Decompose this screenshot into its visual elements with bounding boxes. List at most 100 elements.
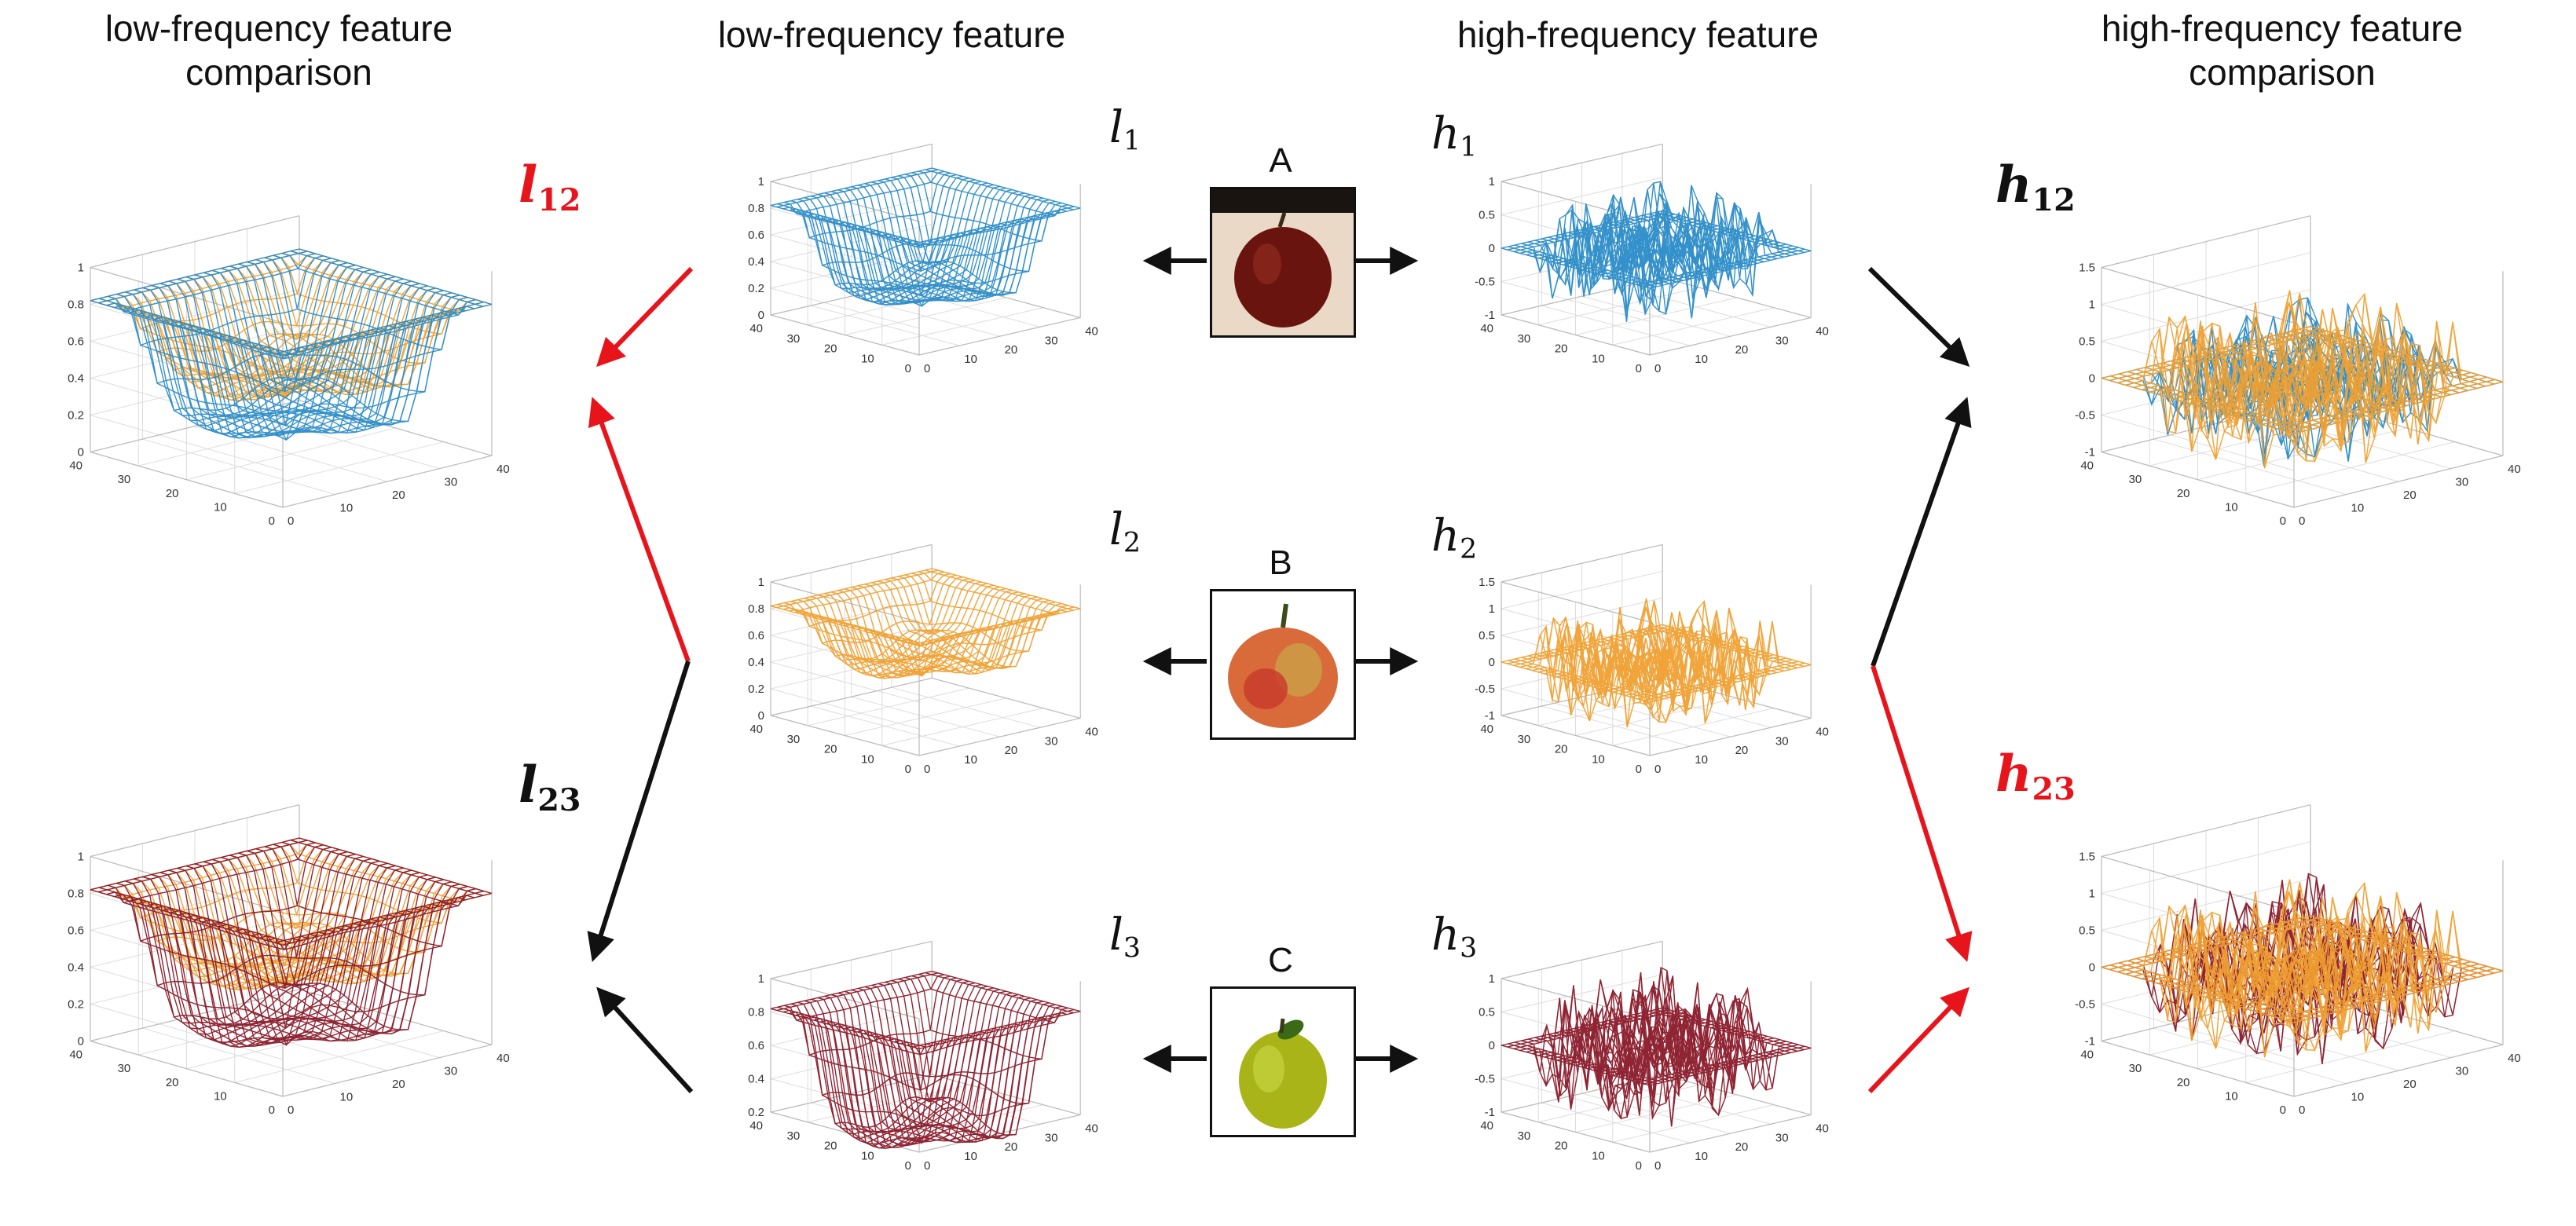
z-tick-label: 0 — [1489, 242, 1495, 255]
z-tick-label: -1 — [1485, 309, 1495, 322]
header-high-comparison: high-frequency feature comparison — [2101, 8, 2464, 93]
header-low-comparison: low-frequency feature comparison — [104, 8, 453, 93]
z-tick-label: -1 — [2085, 446, 2095, 459]
z-tick-label: 0.2 — [748, 683, 764, 696]
y-tick-label: 30 — [787, 332, 801, 346]
z-tick-label: 0.5 — [1479, 629, 1495, 642]
z-tick-label: 0 — [78, 446, 84, 459]
label-h1: h1 — [1431, 108, 1478, 163]
y-tick-label: 30 — [118, 1062, 131, 1075]
z-tick-label: 1 — [1489, 175, 1495, 188]
z-tick-label: 0 — [2089, 961, 2095, 975]
x-tick-label: 30 — [1045, 334, 1058, 347]
label-l2: l2 — [1109, 504, 1141, 559]
z-tick-label: 1 — [2089, 298, 2095, 312]
image-a-dark-apple — [1210, 187, 1356, 338]
z-tick-label: 0.4 — [748, 656, 764, 669]
z-tick-label: 1 — [1489, 972, 1495, 986]
surface-a — [770, 167, 1081, 307]
z-tick-label: 0.8 — [748, 1006, 764, 1019]
red-green-apple-icon — [1212, 591, 1354, 737]
x-tick-label: 20 — [1735, 1140, 1749, 1154]
y-tick-label: 0 — [1636, 1159, 1642, 1173]
x-tick-label: 0 — [2299, 1103, 2305, 1117]
x-tick-label: 20 — [1735, 343, 1749, 357]
y-tick-label: 10 — [2225, 500, 2238, 514]
y-tick-label: 10 — [1592, 1149, 1605, 1162]
x-tick-label: 20 — [1005, 744, 1018, 757]
surface-b — [2101, 879, 2504, 1058]
x-tick-label: 10 — [1695, 753, 1708, 767]
x-tick-label: 30 — [445, 476, 458, 489]
z-tick-label: 0.6 — [748, 629, 764, 642]
green-apple-icon — [1212, 989, 1354, 1135]
x-tick-label: 40 — [1085, 324, 1098, 338]
label-h2: h2 — [1431, 511, 1478, 565]
label-l23: l23 — [518, 756, 581, 819]
arrow-h2-to-h12 — [1871, 397, 1972, 667]
z-tick-label: 0.4 — [68, 961, 84, 975]
y-tick-label: 40 — [1480, 1119, 1493, 1133]
z-tick-label: 0 — [2089, 372, 2095, 386]
x-tick-label: 10 — [2351, 1091, 2365, 1104]
y-tick-label: 10 — [861, 352, 874, 365]
surface-b — [1501, 598, 1812, 728]
x-tick-label: 40 — [1085, 1122, 1098, 1135]
x-tick-label: 0 — [1654, 362, 1661, 375]
x-tick-label: 10 — [2351, 502, 2365, 515]
image-label-b: B — [1269, 543, 1292, 582]
y-tick-label: 20 — [824, 743, 837, 756]
z-tick-label: -1 — [1485, 709, 1495, 723]
z-tick-label: 0.6 — [68, 924, 84, 938]
y-tick-label: 0 — [905, 1159, 911, 1173]
x-tick-label: 20 — [2403, 1078, 2417, 1091]
x-tick-label: 10 — [1695, 353, 1708, 366]
surface-a — [1501, 181, 1812, 322]
label-h23: h23 — [1995, 745, 2076, 808]
surface-b — [2101, 290, 2504, 469]
y-tick-label: 10 — [1592, 752, 1605, 766]
z-tick-label: 0 — [758, 709, 764, 723]
image-label-c: C — [1268, 941, 1293, 979]
label-l1: l1 — [1109, 102, 1141, 157]
y-tick-label: 40 — [749, 322, 763, 335]
arrow-l2-to-l12 — [588, 397, 691, 663]
y-tick-label: 40 — [2080, 459, 2094, 473]
y-tick-label: 40 — [749, 723, 763, 736]
label-l12: l12 — [518, 156, 581, 219]
x-tick-label: 10 — [964, 753, 977, 767]
z-tick-label: -0.5 — [1475, 683, 1495, 696]
arrow-l1-to-l12 — [595, 266, 694, 368]
y-tick-label: 20 — [1555, 342, 1568, 356]
surface-b — [770, 568, 1081, 679]
y-tick-label: 20 — [824, 1140, 837, 1153]
y-tick-label: 10 — [2225, 1089, 2238, 1103]
y-tick-label: 30 — [118, 473, 131, 486]
x-tick-label: 30 — [1775, 1131, 1789, 1144]
z-tick-label: 0.6 — [748, 1039, 764, 1052]
x-tick-label: 40 — [1816, 324, 1829, 338]
x-tick-label: 0 — [288, 1103, 294, 1117]
x-tick-label: 0 — [924, 362, 930, 375]
surface-c — [1501, 967, 1812, 1127]
y-tick-label: 20 — [824, 342, 837, 356]
y-tick-label: 10 — [861, 1149, 874, 1162]
x-tick-label: 10 — [1695, 1150, 1708, 1163]
label-h3: h3 — [1431, 909, 1478, 964]
y-tick-label: 0 — [1636, 362, 1642, 375]
y-tick-label: 0 — [1636, 763, 1642, 776]
y-tick-label: 40 — [1480, 322, 1493, 335]
x-tick-label: 40 — [497, 463, 510, 476]
z-tick-label: -0.5 — [1475, 276, 1495, 289]
x-tick-label: 20 — [1735, 744, 1749, 757]
x-tick-label: 0 — [924, 763, 930, 776]
z-tick-label: 0.2 — [68, 409, 84, 423]
z-tick-label: 0.4 — [748, 1073, 764, 1086]
z-tick-label: 1 — [1489, 602, 1495, 616]
